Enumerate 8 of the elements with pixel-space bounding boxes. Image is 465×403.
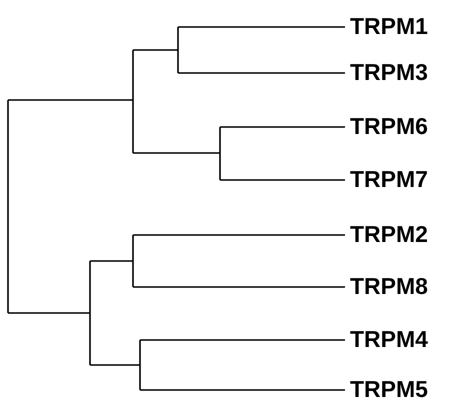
taxon-label: TRPM6 bbox=[350, 113, 428, 139]
taxon-label: TRPM5 bbox=[350, 376, 428, 402]
taxon-label: TRPM3 bbox=[350, 59, 428, 85]
taxon-label: TRPM7 bbox=[350, 166, 428, 192]
taxon-label: TRPM8 bbox=[350, 273, 428, 299]
taxon-label: TRPM1 bbox=[350, 13, 428, 39]
taxon-label: TRPM2 bbox=[350, 221, 428, 247]
taxon-label: TRPM4 bbox=[350, 326, 428, 352]
